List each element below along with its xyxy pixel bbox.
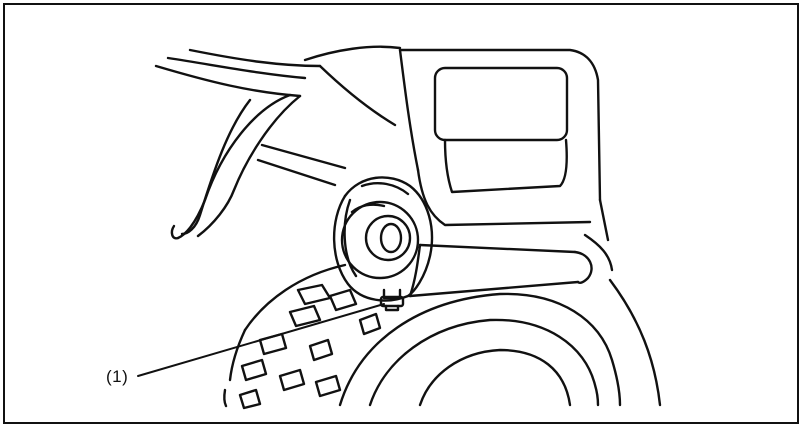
engine-housing [398,48,614,272]
swing-arm [408,243,593,298]
hub-cover [332,176,434,302]
frame-tube [256,143,347,187]
figure-frame [3,3,799,424]
mudguard-outline [170,93,302,240]
tire-tread-left [223,263,382,410]
fender-outline [154,45,402,127]
tire-right [338,278,662,407]
drain-bolt [379,288,405,312]
callout-label-1: (1) [106,367,129,386]
callout-leader [137,303,385,377]
